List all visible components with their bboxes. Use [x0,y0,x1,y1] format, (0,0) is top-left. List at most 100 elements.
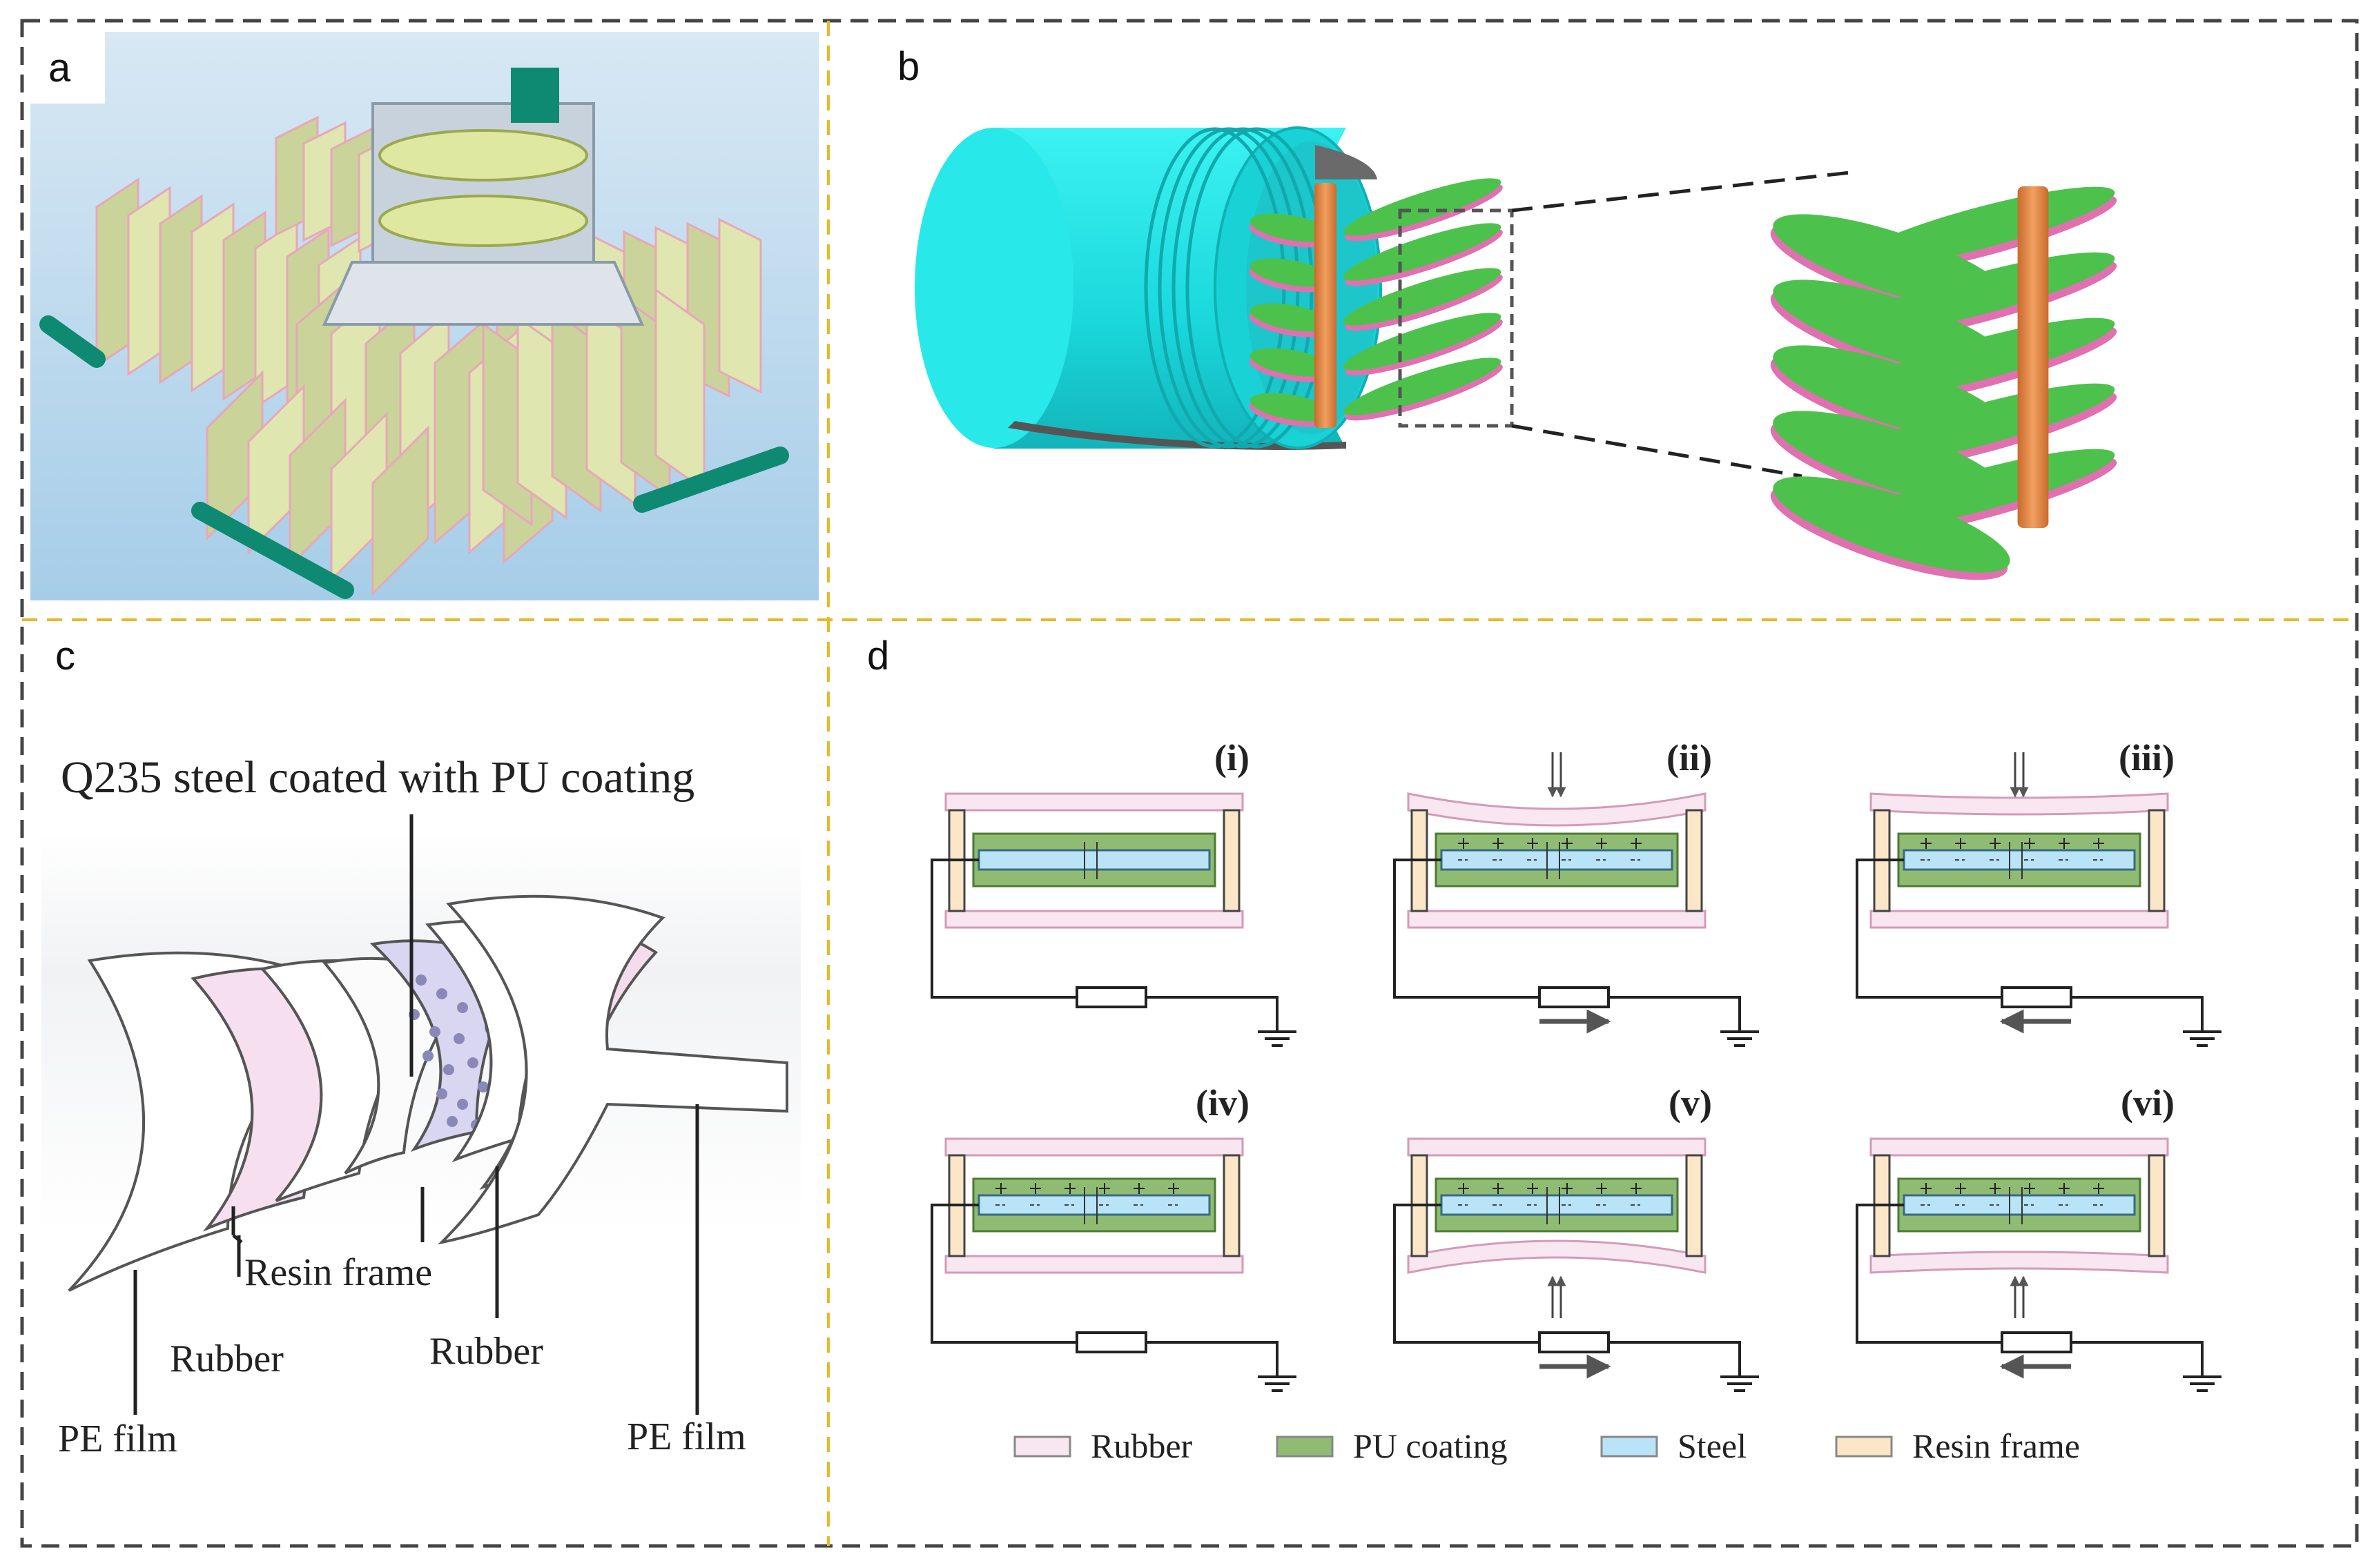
rubber-bottom [1407,1239,1707,1274]
leaf [1343,178,1501,236]
label-rubber-left: Rubber [170,1337,284,1380]
circuit-wire [931,859,1279,1032]
hub-cap [511,68,559,123]
panel-a: a [30,32,819,600]
label-rubber-right: Rubber [429,1330,543,1373]
legend-swatch [1600,1435,1658,1458]
panel-a-letter: a [48,46,71,90]
rubber-top [944,792,1244,812]
perforation [429,1026,440,1037]
perforation [436,988,447,999]
cylinder-inner-dark [1315,145,1377,179]
rubber-bottom [1869,910,2169,929]
rubber-bottom [1407,910,1707,929]
perforation [467,1057,478,1068]
rubber-top [1407,1137,1707,1157]
mechanism-cell: (iv) [931,1082,1296,1392]
folded-sheet [371,425,429,596]
resin-frame [1685,1154,1703,1257]
rubber-top [1869,792,2169,816]
panel-c: c Q235 steel coated with PU coating Resi… [41,634,801,1460]
perforation [457,1002,468,1013]
perforation [447,1116,458,1127]
circuit-wire [1856,1204,2204,1377]
circuit-wire [1393,859,1741,1032]
steel-core [1440,1194,1673,1216]
rubber-top [1869,1137,2169,1157]
legend-label: Steel [1678,1427,1747,1465]
steel-core [1440,849,1673,871]
panel-b: b [897,44,2117,580]
panel-d-letter: d [867,634,889,678]
hub-disc-mid [378,195,588,247]
perforation [457,1099,468,1110]
leaf [1773,476,2010,573]
leaf [1250,258,1332,287]
label-resin-frame: Resin frame [244,1251,432,1294]
cell-label: (vi) [2121,1082,2175,1124]
resin-frame [1223,1154,1241,1257]
rubber-bottom [944,910,1244,929]
rod [2017,186,2049,528]
panel-c-letter: c [55,634,75,678]
circuit-wire [1856,859,2204,1032]
zoom-line-bottom [1511,424,1802,478]
leaf [1250,213,1332,242]
mechanism-cell: (iii) [1856,737,2222,1047]
mechanism-cells: (i) (ii) (iii) (iv) (v) (vi) [931,737,2222,1392]
panel-a-letter-bg [30,32,105,104]
mechanism-cell: (vi) [1856,1082,2222,1392]
circuit-wire [931,1204,1279,1377]
steel-core [1903,1194,2136,1216]
resistor [1076,1331,1147,1353]
circuit-wire [1393,1204,1741,1377]
pe-film-right [437,894,788,1245]
resistor [1076,986,1147,1008]
resistor [1538,1331,1610,1353]
outer-border [20,19,2359,1548]
leaf-assembly-large [1770,186,2117,580]
folded-sheet [718,217,762,394]
electrode-bar [39,315,106,368]
zoom-box [1398,208,1514,428]
mechanism-cell: (v) [1393,1082,1759,1392]
panel-b-letter: b [897,44,920,89]
cylinder-bottom-shadow [1008,421,1346,450]
folded-sheet [654,288,706,492]
cell-label: (ii) [1666,737,1712,778]
steel-core [978,849,1211,871]
legend-swatch [1013,1435,1071,1458]
legend-swatch [1835,1435,1893,1458]
cylinder-back-cap [915,128,1073,448]
rubber-bottom [1869,1251,2169,1274]
perforation [478,1081,489,1092]
label-pe-film-left: PE film [58,1418,177,1460]
electrode-bar [191,502,354,599]
panel-a-scene [39,68,789,599]
steel-core [978,1194,1211,1216]
mechanism-cell: (i) [931,737,1296,1047]
panel-c-title: Q235 steel coated with PU coating [61,752,694,803]
cell-label: (iii) [2119,737,2175,778]
leaf [1343,313,1501,371]
legend-swatch [1276,1435,1334,1458]
rubber-top [944,1137,1244,1157]
leaf [1343,357,1501,415]
resin-frame [2148,809,2166,912]
leaf [1343,268,1501,326]
leaf [1250,348,1332,377]
hub-ring [322,261,645,326]
panel-frame [20,19,2359,1548]
perforation [443,1064,454,1075]
label-pe-film-right: PE film [627,1415,746,1458]
rubber-bottom [944,1255,1244,1274]
perforation [416,974,427,986]
rubber-top [1407,792,1707,827]
hub-disc-top [378,129,588,182]
mechanism-cell: (ii) [1393,737,1759,1047]
panel-c-leaders [133,814,699,1415]
rod [1314,183,1336,428]
